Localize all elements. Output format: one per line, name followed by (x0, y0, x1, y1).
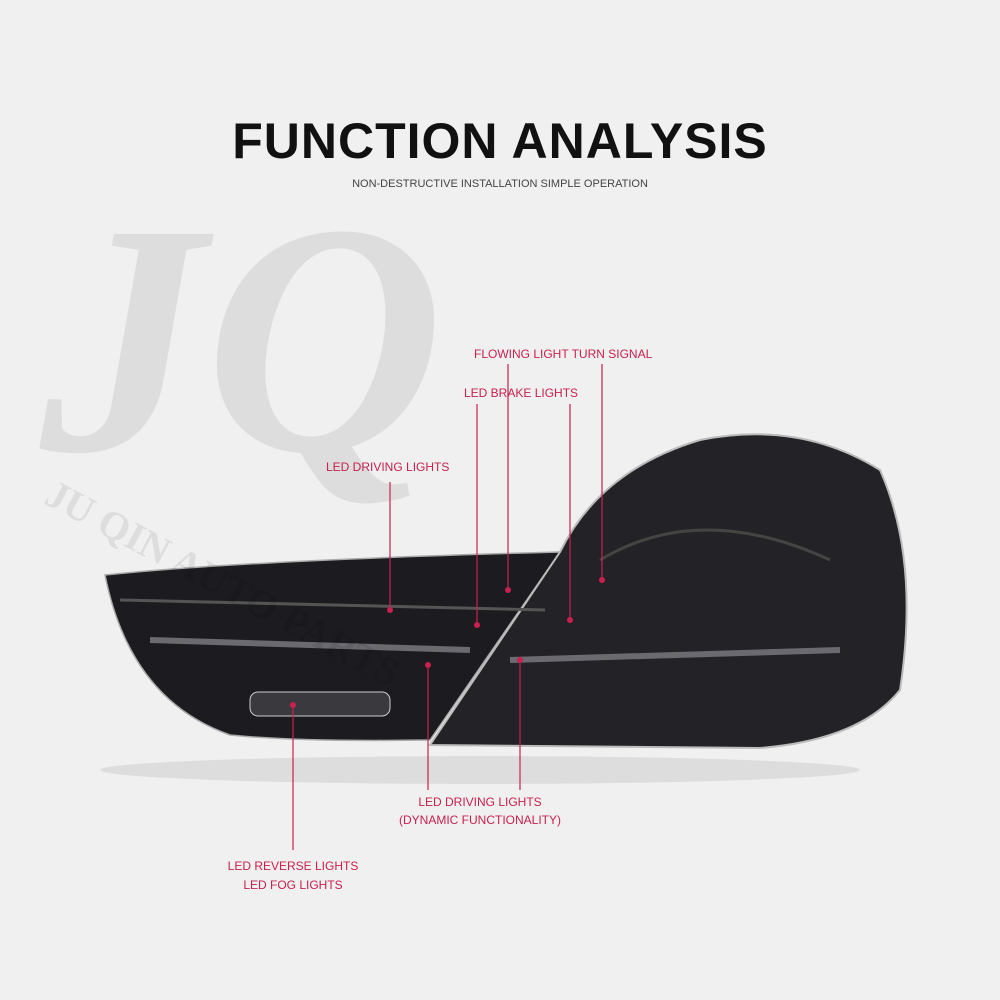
reverse-light-bar (249, 691, 391, 717)
page-title: FUNCTION ANALYSIS (232, 113, 768, 169)
label-dynamic-line2: (DYNAMIC FUNCTIONALITY) (399, 813, 561, 827)
label-brake-lights: LED BRAKE LIGHTS (464, 386, 579, 400)
label-dynamic-line1: LED DRIVING LIGHTS (418, 795, 542, 809)
watermark-logo: JQ (40, 157, 444, 522)
label-reverse-fog: LED REVERSE LIGHTS LED FOG LIGHTS (213, 857, 373, 895)
label-fog-lights: LED FOG LIGHTS (243, 878, 343, 892)
shadow (100, 756, 860, 784)
quarter-tail-light (428, 433, 908, 750)
label-driving-lights: LED DRIVING LIGHTS (326, 460, 450, 474)
page-subtitle: NON-DESTRUCTIVE INSTALLATION SIMPLE OPER… (352, 178, 648, 190)
callout-lines (292, 364, 603, 850)
label-turn-signal: FLOWING LIGHT TURN SIGNAL (474, 347, 653, 361)
label-reverse-lights: LED REVERSE LIGHTS (227, 859, 359, 873)
label-dynamic-driving-lights: LED DRIVING LIGHTS (DYNAMIC FUNCTIONALIT… (390, 793, 570, 829)
